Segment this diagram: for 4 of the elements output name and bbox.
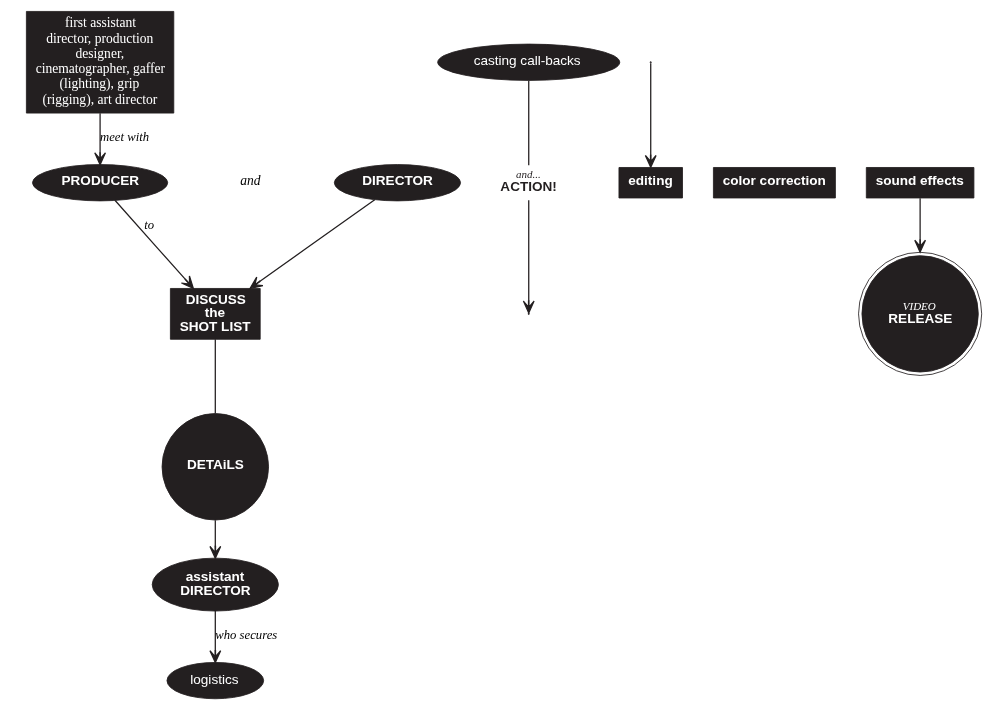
label: and <box>240 173 261 189</box>
node-text: and... ACTION! <box>500 168 557 195</box>
edge-label: who secures <box>215 627 278 642</box>
edge-label: to <box>144 217 155 232</box>
